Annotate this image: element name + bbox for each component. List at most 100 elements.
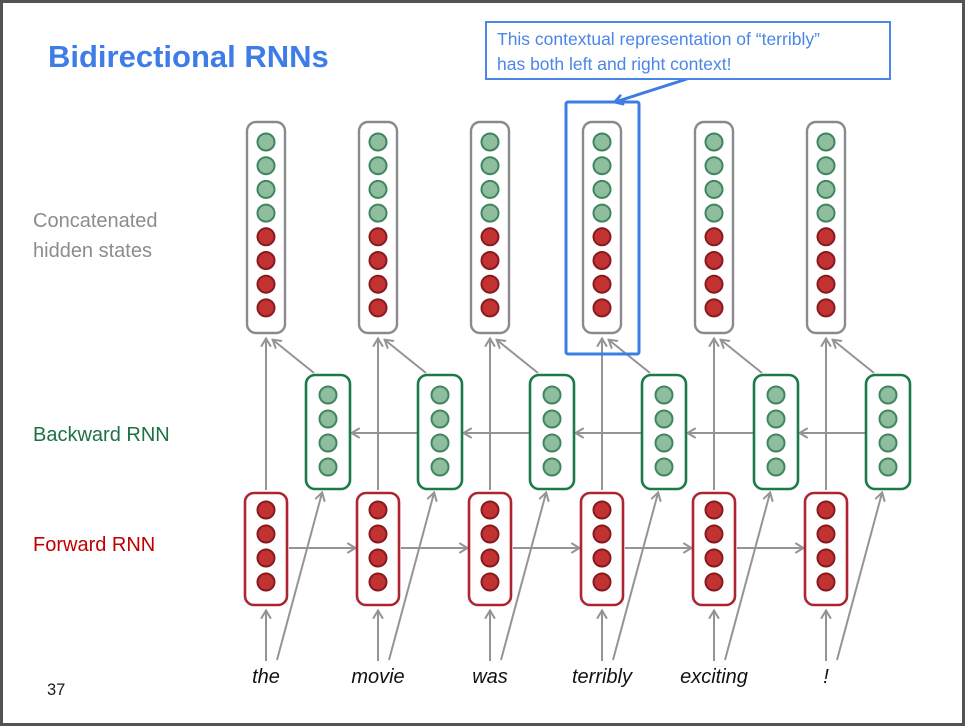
arrow-backward-to-concat (383, 338, 427, 374)
rnn-diagram (243, 77, 912, 661)
backward-unit (878, 385, 898, 405)
forward-unit (592, 500, 612, 520)
highlight-layer (564, 77, 688, 356)
concat-red-unit (480, 227, 500, 247)
forward-unit (480, 548, 500, 568)
backward-rnn-box (416, 373, 464, 491)
forward-unit (704, 524, 724, 544)
word-label: the (252, 666, 280, 688)
forward-unit (592, 524, 612, 544)
backward-unit (430, 457, 450, 477)
label-forward-rnn: Forward RNN (33, 534, 156, 556)
backward-unit (542, 385, 562, 405)
page-number: 37 (47, 681, 66, 699)
concat-red-unit (368, 298, 388, 318)
concat-red-unit (704, 298, 724, 318)
concat-green-unit (816, 132, 836, 152)
forward-unit (256, 572, 276, 592)
forward-rnn-box (579, 491, 625, 607)
backward-unit (766, 457, 786, 477)
backward-unit (766, 385, 786, 405)
arrow-backward-to-concat (719, 338, 763, 374)
label-concatenated-line1: Concatenated (33, 210, 158, 232)
backward-unit (654, 385, 674, 405)
concat-green-unit (256, 132, 276, 152)
arrow-backward-to-concat (495, 338, 539, 374)
arrow-layer (260, 336, 886, 661)
arrow-word-to-backward (388, 490, 438, 661)
forward-unit (816, 524, 836, 544)
backward-unit (430, 433, 450, 453)
concat-red-unit (816, 274, 836, 294)
word-label: exciting (680, 666, 748, 688)
label-concatenated-line2: hidden states (33, 240, 152, 262)
forward-unit (368, 572, 388, 592)
forward-unit (368, 524, 388, 544)
concat-red-unit (592, 274, 612, 294)
concat-green-unit (704, 203, 724, 223)
backward-unit (878, 409, 898, 429)
concat-red-unit (816, 227, 836, 247)
concat-red-unit (256, 251, 276, 270)
backward-rnn-box (752, 373, 800, 491)
concat-green-unit (368, 203, 388, 223)
concat-green-unit (368, 156, 388, 176)
forward-rnn-box (243, 491, 289, 607)
concat-green-unit (480, 179, 500, 199)
concat-green-unit (256, 156, 276, 176)
backward-unit (654, 433, 674, 453)
forward-unit (480, 572, 500, 592)
forward-unit (592, 548, 612, 568)
forward-unit (816, 500, 836, 520)
word-label: ! (823, 666, 829, 688)
concat-green-unit (704, 179, 724, 199)
concat-green-unit (592, 132, 612, 152)
concat-green-unit (816, 156, 836, 176)
forward-unit (256, 548, 276, 568)
concat-green-unit (592, 156, 612, 176)
concat-red-unit (368, 274, 388, 294)
backward-rnn-box (304, 373, 352, 491)
label-backward-rnn: Backward RNN (33, 424, 170, 446)
arrow-backward-to-concat (271, 338, 315, 374)
concat-green-unit (704, 156, 724, 176)
concat-red-unit (704, 251, 724, 270)
concat-hidden-state-box (581, 120, 623, 335)
concat-red-unit (480, 298, 500, 318)
backward-rnn-box (640, 373, 688, 491)
concat-hidden-state-box (693, 120, 735, 335)
backward-unit (430, 385, 450, 405)
concat-hidden-state-box (357, 120, 399, 335)
concat-red-unit (256, 227, 276, 247)
forward-rnn-box (691, 491, 737, 607)
concat-green-unit (592, 179, 612, 199)
arrow-word-to-backward (612, 490, 662, 661)
forward-unit (368, 500, 388, 520)
forward-unit (480, 524, 500, 544)
concat-green-unit (816, 203, 836, 223)
concat-red-unit (368, 251, 388, 270)
forward-unit (704, 500, 724, 520)
word-label: was (472, 666, 508, 688)
forward-unit (256, 524, 276, 544)
concat-green-unit (256, 203, 276, 223)
concat-hidden-state-box (469, 120, 511, 335)
word-label: movie (351, 666, 405, 688)
arrow-backward-to-concat (607, 338, 651, 374)
forward-rnn-box (803, 491, 849, 607)
forward-unit (816, 548, 836, 568)
concat-red-unit (256, 274, 276, 294)
arrow-word-to-backward (836, 490, 886, 661)
concat-red-unit (256, 298, 276, 318)
forward-unit (480, 500, 500, 520)
arrow-word-to-backward (724, 490, 774, 661)
concat-green-unit (480, 156, 500, 176)
forward-rnn-box (355, 491, 401, 607)
backward-unit (878, 457, 898, 477)
concat-red-unit (592, 298, 612, 318)
concat-red-unit (480, 274, 500, 294)
backward-unit (318, 433, 338, 453)
backward-unit (542, 457, 562, 477)
word-label: terribly (571, 666, 633, 688)
backward-unit (542, 433, 562, 453)
